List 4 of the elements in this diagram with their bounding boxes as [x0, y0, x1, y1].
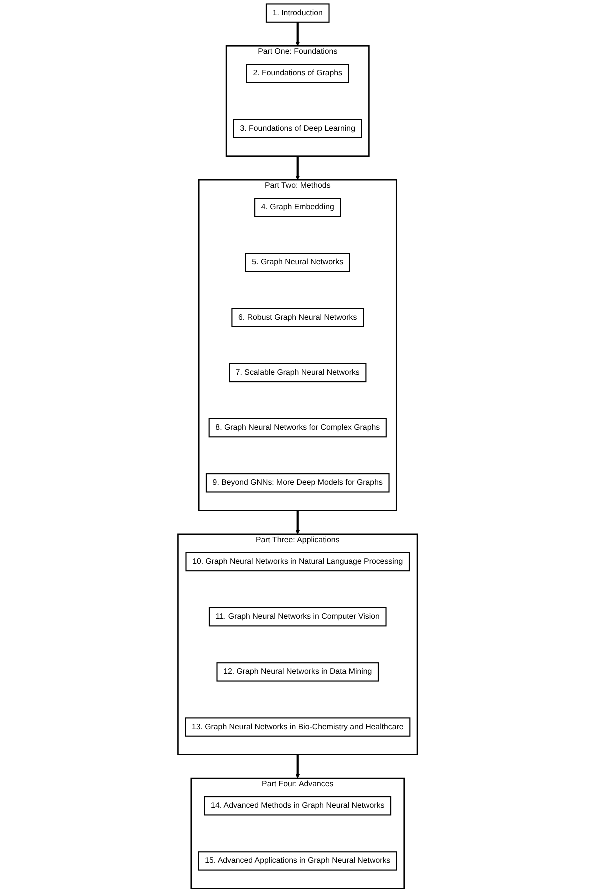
arrow [296, 22, 300, 46]
arrow [296, 754, 300, 779]
arrow [296, 156, 300, 180]
arrow [296, 510, 300, 535]
